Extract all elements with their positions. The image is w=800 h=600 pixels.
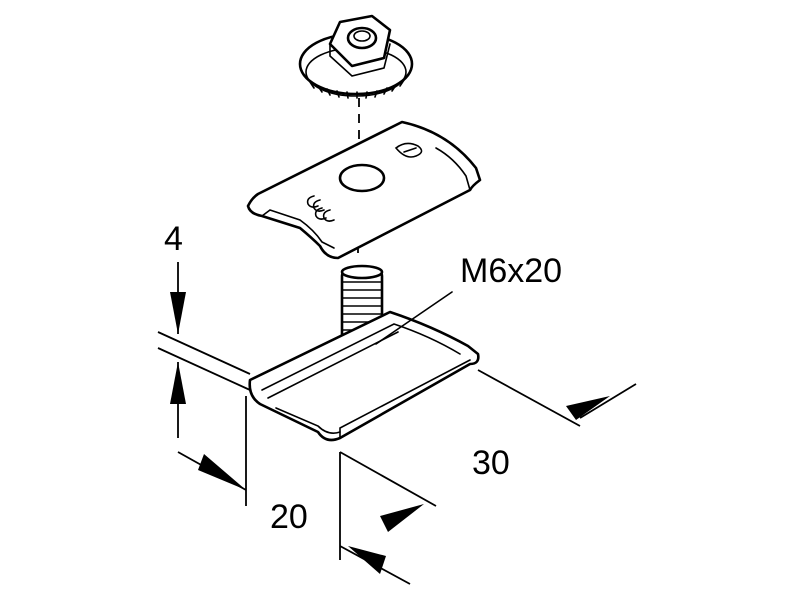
label-dim-length: 30 [472, 444, 510, 482]
label-dim-thickness: 4 [164, 220, 183, 258]
label-dim-width: 20 [270, 498, 308, 536]
dimension-length [477, 369, 637, 427]
flange-nut [298, 14, 414, 99]
dimension-thickness [157, 262, 251, 438]
label-thread-spec: M6x20 [460, 252, 562, 290]
top-clamp-plate [246, 120, 482, 260]
thread-leader-line [375, 291, 453, 345]
bottom-channel-plate [248, 310, 480, 442]
dimension-width [177, 396, 437, 585]
